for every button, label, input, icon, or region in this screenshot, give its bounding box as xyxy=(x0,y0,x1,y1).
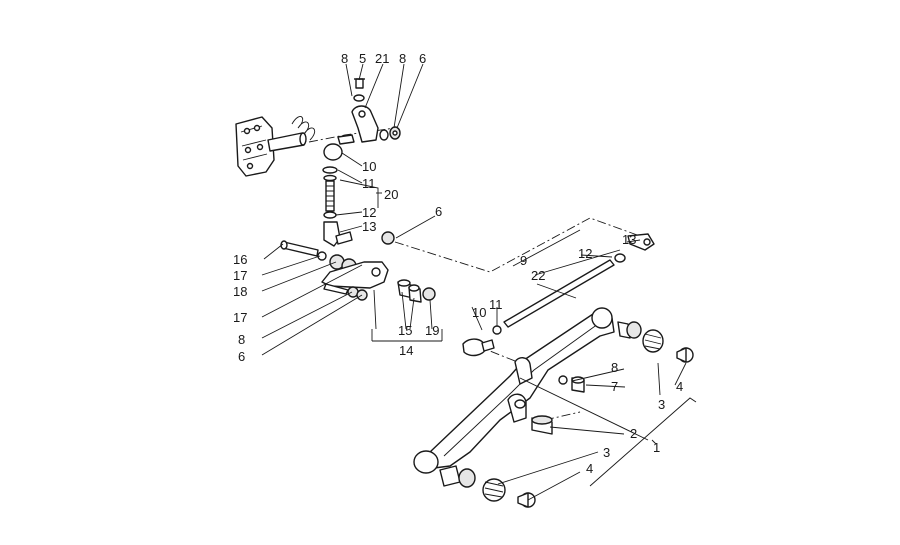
callout-10-left: 10 xyxy=(362,159,376,174)
right-rod-22 xyxy=(462,233,655,357)
callout-9: 9 xyxy=(520,253,527,268)
callout-8-right: 8 xyxy=(611,360,618,375)
callout-3-lower: 3 xyxy=(603,445,610,460)
callout-21: 21 xyxy=(375,51,389,66)
callout-22: 22 xyxy=(531,268,545,283)
callout-2: 2 xyxy=(630,426,637,441)
callout-8-left: 8 xyxy=(238,332,245,347)
callout-6-top: 6 xyxy=(419,51,426,66)
callout-20: 20 xyxy=(384,187,398,202)
callout-5: 5 xyxy=(359,51,366,66)
linkage-rod-20 xyxy=(322,143,353,247)
leader-lines xyxy=(261,63,697,501)
callout-6-left: 6 xyxy=(238,349,245,364)
callout-labels: 8 5 21 8 6 10 11 20 12 13 6 16 17 18 17 … xyxy=(233,51,683,476)
callout-11-left: 11 xyxy=(362,176,376,191)
callout-16: 16 xyxy=(233,252,247,267)
callout-13-left: 13 xyxy=(362,219,376,234)
footrest-plate xyxy=(235,116,307,177)
callout-14: 14 xyxy=(399,343,413,358)
callout-15: 15 xyxy=(398,323,412,338)
callout-17-b: 17 xyxy=(233,310,247,325)
callout-7: 7 xyxy=(611,379,618,394)
callout-6-mid: 6 xyxy=(435,204,442,219)
return-spring xyxy=(291,116,316,141)
callout-18: 18 xyxy=(233,284,247,299)
callout-4-upper: 4 xyxy=(676,379,683,394)
callout-1: 1 xyxy=(653,440,660,455)
callout-8-top: 8 xyxy=(341,51,348,66)
callout-12-right: 12 xyxy=(578,246,592,261)
callout-13-right: 13 xyxy=(622,232,636,247)
callout-10-right: 10 xyxy=(472,305,486,320)
callout-3-upper: 3 xyxy=(658,397,665,412)
callout-4-lower: 4 xyxy=(586,461,593,476)
callout-12-left: 12 xyxy=(362,205,376,220)
callout-8-top-right: 8 xyxy=(399,51,406,66)
callout-11-right: 11 xyxy=(489,297,503,312)
callout-19: 19 xyxy=(425,323,439,338)
callout-17-a: 17 xyxy=(233,268,247,283)
gear-lever-1 xyxy=(413,307,694,508)
